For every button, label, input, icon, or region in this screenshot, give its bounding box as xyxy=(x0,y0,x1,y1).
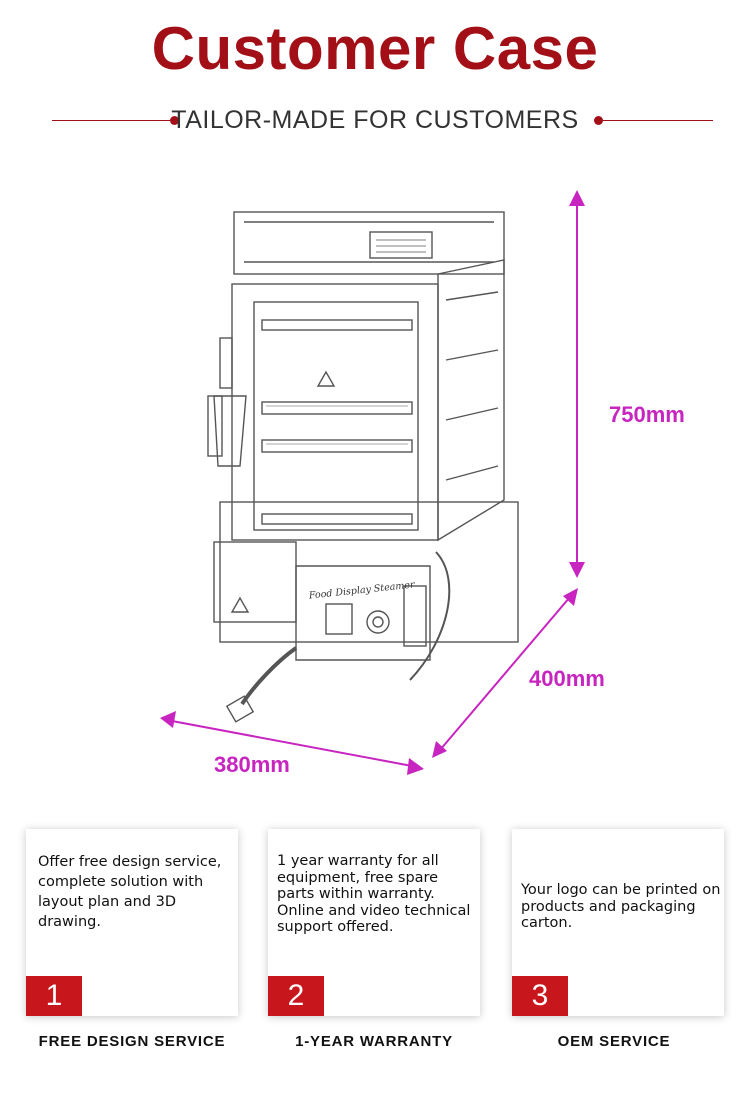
service-card-warranty: 1 year warranty for all equipment, free … xyxy=(268,829,480,1016)
left-divider-line xyxy=(52,120,170,121)
food-display-steamer-drawing: Food Display Steamer xyxy=(160,190,585,775)
service-card-design: Offer free design service, complete solu… xyxy=(26,829,238,1016)
height-dimension-label: 750mm xyxy=(609,402,685,427)
power-switch xyxy=(325,603,353,635)
right-divider-line xyxy=(603,120,713,121)
steamer-base xyxy=(219,501,519,643)
right-divider-dot xyxy=(594,116,603,125)
depth-dimension-label: 400mm xyxy=(529,666,605,691)
glass-door xyxy=(231,283,439,541)
power-plug xyxy=(225,695,255,723)
control-panel-label: Food Display Steamer xyxy=(307,579,416,601)
temperature-knob xyxy=(366,610,390,634)
service-number-badge: 2 xyxy=(268,976,324,1016)
service-number-badge: 1 xyxy=(26,976,82,1016)
left-divider-dot xyxy=(170,116,179,125)
water-tank xyxy=(213,541,297,623)
service-caption: OEM SERVICE xyxy=(557,1033,671,1050)
page-title: Customer Case xyxy=(151,15,599,82)
service-description: 1 year warranty for all equipment, free … xyxy=(277,853,471,935)
width-dimension-label: 380mm xyxy=(214,752,290,777)
nameplate xyxy=(369,231,433,259)
service-card-oem: Your logo can be printed on products and… xyxy=(512,829,724,1016)
service-number-badge: 3 xyxy=(512,976,568,1016)
service-description: Your logo can be printed on products and… xyxy=(521,882,721,931)
power-cord xyxy=(240,646,298,706)
dimension-arrows xyxy=(160,190,585,775)
service-caption: FREE DESIGN SERVICE xyxy=(38,1033,226,1050)
door-handle xyxy=(207,337,247,467)
steamer-top-panel xyxy=(233,211,505,275)
service-caption: 1-YEAR WARRANTY xyxy=(295,1033,453,1050)
service-description: Offer free design service, complete solu… xyxy=(38,854,222,930)
page-subtitle: TAILOR-MADE FOR CUSTOMERS xyxy=(171,106,579,134)
steamer-shelves xyxy=(261,319,413,525)
